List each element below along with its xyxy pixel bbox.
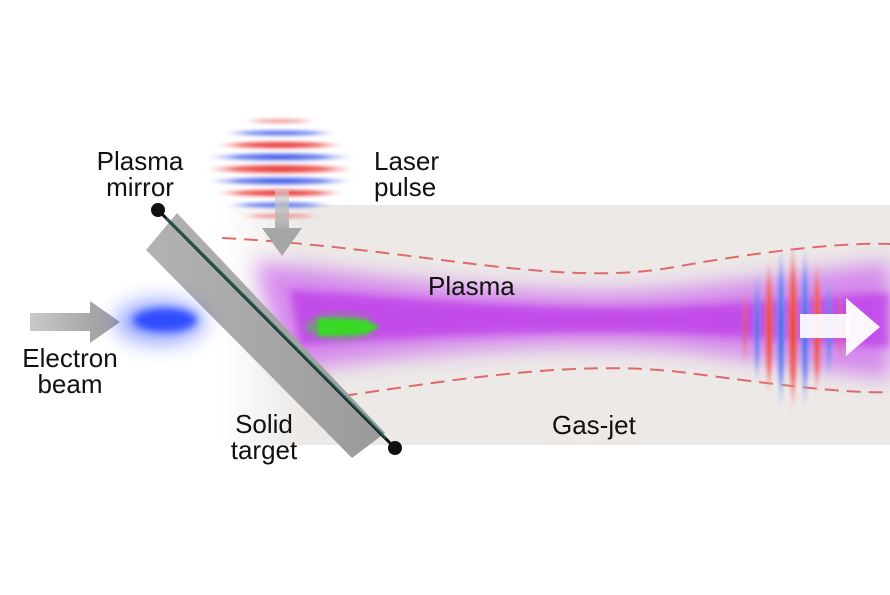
laser-pulse-label-line1: Laser bbox=[374, 146, 440, 176]
plasma-label: Plasma bbox=[428, 271, 515, 301]
dashed-envelope-top bbox=[221, 237, 890, 275]
plasma-glow bbox=[255, 262, 890, 378]
green-emission bbox=[306, 315, 380, 339]
mirror-endpoint-top bbox=[151, 203, 165, 217]
electron-beam-arrow bbox=[30, 301, 120, 343]
electron-beam bbox=[115, 300, 205, 344]
laser-direction-arrow bbox=[262, 190, 302, 256]
solid-target-label-line2: target bbox=[230, 435, 298, 465]
laser-pulse-label: Laser pulse bbox=[374, 148, 439, 200]
electron-beam-label-line1: Electron bbox=[22, 343, 118, 373]
gas-jet-label: Gas-jet bbox=[552, 410, 636, 440]
mirror-endpoint-bottom bbox=[388, 441, 402, 455]
electron-beam-label: Electron beam bbox=[8, 345, 132, 397]
laser-pulse-label-line2: pulse bbox=[374, 172, 437, 202]
solid-target-label: Solid target bbox=[212, 411, 316, 463]
incoming-laser-pulse bbox=[204, 118, 356, 219]
electron-beam-label-line2: beam bbox=[37, 369, 103, 399]
outgoing-laser-pulse bbox=[742, 241, 843, 413]
plasma-mirror-label-line1: Plasma bbox=[96, 146, 184, 176]
plasma-mirror-label: Plasma mirror bbox=[80, 148, 200, 200]
output-arrow bbox=[800, 298, 880, 356]
solid-target-label-line1: Solid bbox=[235, 409, 293, 439]
plasma-mirror-label-line2: mirror bbox=[106, 172, 174, 202]
solid-target bbox=[146, 213, 385, 458]
dashed-envelope-bottom bbox=[299, 367, 890, 403]
